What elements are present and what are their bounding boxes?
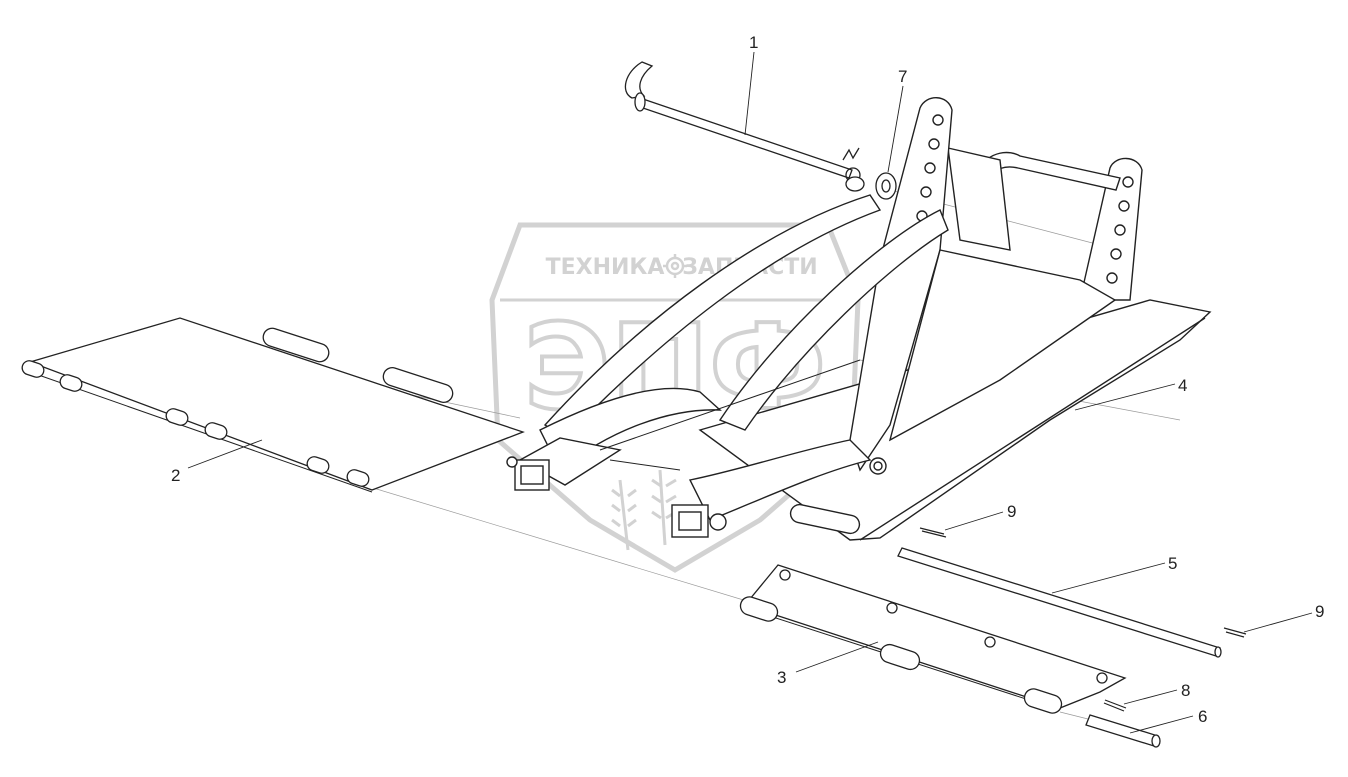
frame-tube [789,503,861,535]
callout-7: 7 [898,67,907,86]
drawbar-arms [506,359,872,538]
leader-lines [187,51,1313,734]
leader-9a [944,511,1004,531]
part-9-cotter-a [919,527,947,538]
part-9-cotter-b [1223,627,1247,638]
callout-1: 1 [749,33,758,52]
callout-9b: 9 [1315,602,1324,621]
callout-4: 4 [1178,376,1187,395]
watermark-text-left: ТЕХНИКА [546,255,665,280]
leader-5 [1051,562,1166,594]
leader-6 [1129,715,1194,734]
leader-8 [1123,689,1178,705]
leader-4 [1074,383,1176,411]
callout-2: 2 [171,466,180,485]
leader-3 [795,641,879,673]
part-5-rod [897,547,1222,658]
part-1-pin [624,61,865,192]
part-6-pin [1085,714,1161,748]
part-7-washer [875,172,897,200]
part-8-cotter [1103,699,1127,712]
part-2-plate-left [21,317,525,493]
leader-9b [1243,612,1313,633]
callout-9a: 9 [1007,502,1016,521]
cotter-pins [919,527,1247,712]
callout-8: 8 [1181,681,1190,700]
callout-6: 6 [1198,707,1207,726]
wheat-icon [611,469,677,551]
leader-2 [187,439,263,469]
watermark-shield [489,222,861,573]
leader-1 [744,51,755,136]
callout-labels: 1 2 3 4 5 6 7 8 9 9 [171,33,1324,726]
leader-7 [887,85,904,173]
callout-5: 5 [1168,554,1177,573]
part-3-plate-right [739,564,1127,714]
gear-icon [663,254,687,278]
callout-3: 3 [777,668,786,687]
bushings-part-2 [21,327,454,487]
